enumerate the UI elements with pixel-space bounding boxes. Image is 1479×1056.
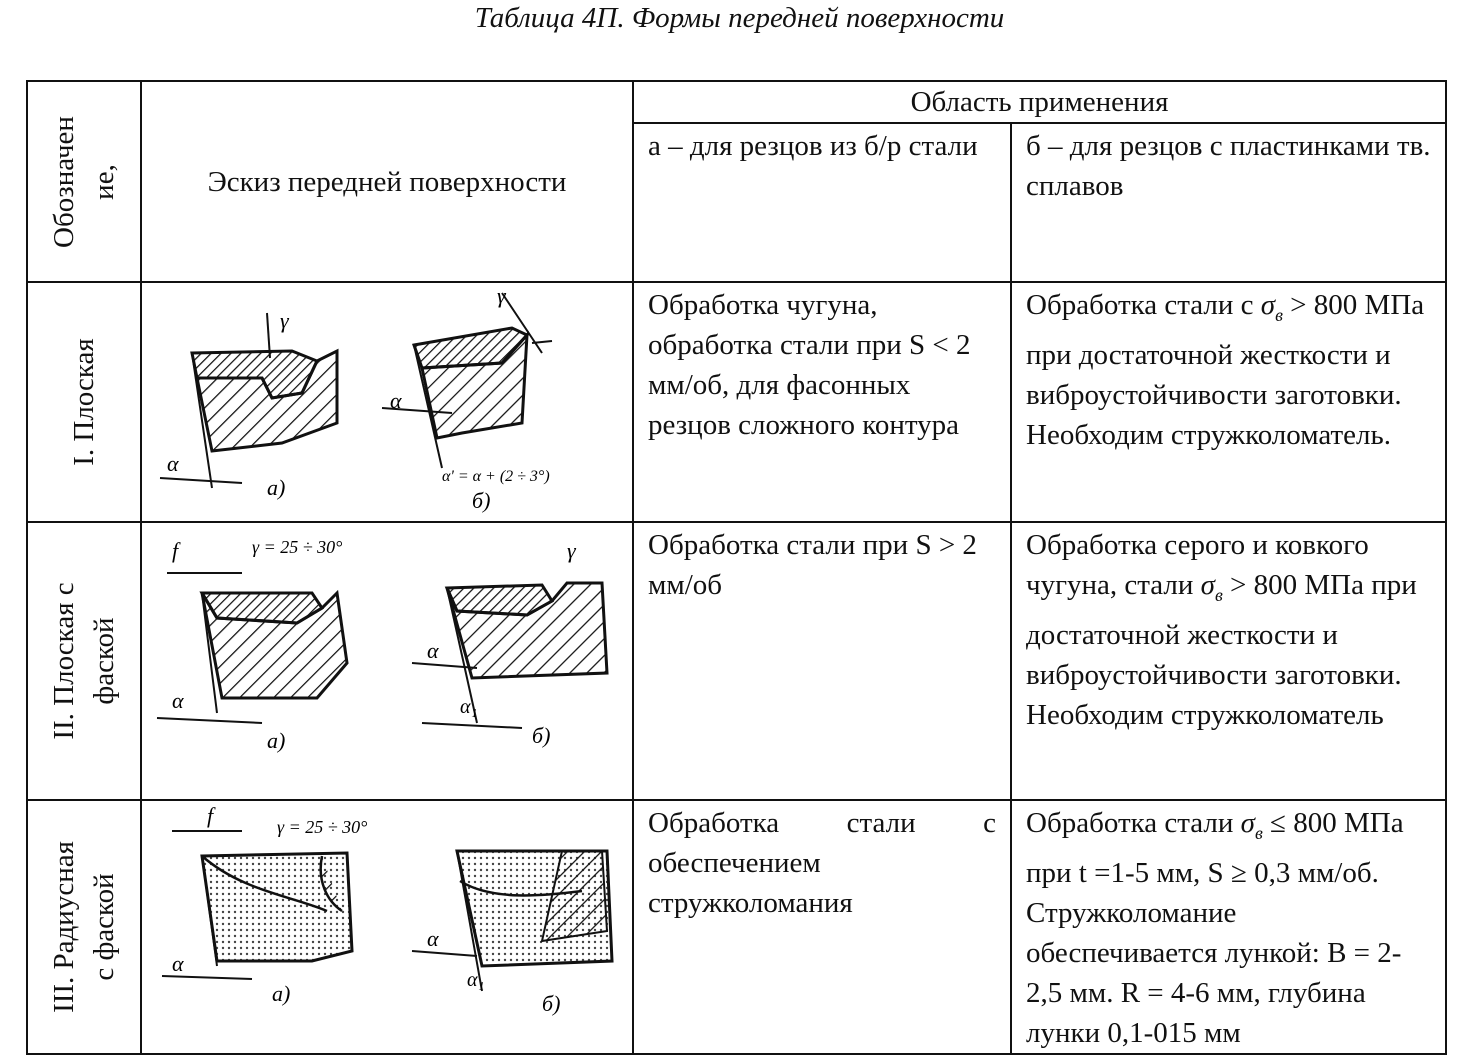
row1-b-post: > 800 МПа при достаточной жесткости и ви… xyxy=(1026,289,1425,451)
sketch1-gamma-a: γ xyxy=(280,308,290,333)
sketch2-f-a: f xyxy=(172,538,181,563)
sigma-sub: в xyxy=(1214,584,1223,605)
sketch2-gamma-b: γ xyxy=(567,538,577,563)
row3-col-b: Обработка стали σв ≤ 800 МПа при t =1-5 … xyxy=(1010,799,1447,1055)
sketch3-alpha-a: α xyxy=(172,951,184,976)
header-application: Область применения xyxy=(632,80,1447,124)
sketch2-gamma-range: γ = 25 ÷ 30° xyxy=(252,537,342,557)
sigma-letter: σ xyxy=(1260,289,1276,321)
row3-a-rest: обеспечением стружколомания xyxy=(648,847,853,919)
sketch3-gamma-range: γ = 25 ÷ 30° xyxy=(277,817,367,837)
forms-table: Обозначен ие, Эскиз передней поверхности… xyxy=(26,80,1447,1055)
row1-col-a: Обработка чугуна, обработка стали при S … xyxy=(632,281,1012,523)
header-sketch: Эскиз передней поверхности xyxy=(140,80,634,283)
row2-name-line2: фаской xyxy=(88,617,120,705)
sketch1-alpha-b: α xyxy=(390,388,402,413)
header-designation: Обозначен ие, xyxy=(26,80,142,283)
sigma-letter: σ xyxy=(1240,807,1255,839)
row2-b-pre: Обработка серого и ковкого чугуна, стали xyxy=(1026,529,1369,601)
row1-designation: I. Плоская xyxy=(26,281,142,523)
sketch3-label-a: а) xyxy=(272,981,290,1006)
row3-a-line1: Обработка стали с xyxy=(648,807,996,839)
sketch-flat-image: α γ а) α γ α' = α + (2 ÷ 3°) б) xyxy=(159,283,553,513)
sketch3-alpha1-b: α₁ xyxy=(467,969,484,991)
row1-name: I. Плоская xyxy=(68,338,100,466)
sketch1-label-b: б) xyxy=(472,488,490,513)
row1-col-a-text: Обработка чугуна, обработка стали при S … xyxy=(648,289,971,441)
row3-col-a: Обработка стали с обеспечением стружколо… xyxy=(632,799,1012,1055)
row3-name-line1: III. Радиусная xyxy=(48,840,80,1013)
sketch3-label-b: б) xyxy=(542,991,560,1016)
sigma-symbol: σв xyxy=(1260,289,1283,325)
sketch3-f-a: f xyxy=(207,803,216,828)
row1-col-b: Обработка стали с σв > 800 МПа при доста… xyxy=(1010,281,1447,523)
header-designation-line1: Обозначен xyxy=(48,115,80,248)
sketch1-alpha-a: α xyxy=(167,451,179,476)
sigma-sub: в xyxy=(1254,822,1263,843)
sketch2-alpha-a: α xyxy=(172,688,184,713)
sketch2-label-b: б) xyxy=(532,723,550,748)
row3-designation: III. Радиусная с фаской xyxy=(26,799,142,1055)
sketch2-label-a: а) xyxy=(267,728,285,753)
sketch1-formula: α' = α + (2 ÷ 3°) xyxy=(442,468,550,485)
header-col-a: а – для резцов из б/р стали xyxy=(632,122,1012,283)
sketch3-alpha-b: α xyxy=(427,926,439,951)
row2-col-b-text: Обработка серого и ковкого чугуна, стали… xyxy=(1012,523,1445,735)
row2-col-a: Обработка стали при S > 2 мм/об xyxy=(632,521,1012,801)
sigma-symbol: σв xyxy=(1240,807,1263,843)
row3-col-a-text: Обработка стали с обеспечением стружколо… xyxy=(634,801,1010,923)
sigma-symbol: σв xyxy=(1200,569,1223,605)
header-col-a-text: а – для резцов из б/р стали xyxy=(648,130,978,162)
row2-sketch: f γ = 25 ÷ 30° α а) α α₁ γ б) xyxy=(140,521,634,801)
row3-sketch: f γ = 25 ÷ 30° α а) α α₁ б) xyxy=(140,799,634,1055)
sketch2-alpha1-b: α₁ xyxy=(460,696,477,718)
sketch-radius-chamfer-image: f γ = 25 ÷ 30° α а) α α₁ б) xyxy=(161,803,614,1016)
table-caption: Таблица 4П. Формы передней поверхности xyxy=(474,2,1005,34)
row2-b-post: > 800 МПа при достаточной жесткости и ви… xyxy=(1026,569,1417,731)
sigma-letter: σ xyxy=(1200,569,1215,601)
row3-name-line2: с фаской xyxy=(88,873,120,981)
row2-name-line1: II. Плоская с xyxy=(48,582,80,740)
sketch2-alpha-b: α xyxy=(427,638,439,663)
sketch-flat-chamfer-image: f γ = 25 ÷ 30° α а) α α₁ γ б) xyxy=(156,537,609,753)
row1-b-pre: Обработка стали с xyxy=(1026,289,1261,321)
row1-col-b-text: Обработка стали с σв > 800 МПа при доста… xyxy=(1012,283,1445,455)
row3-b-post: ≤ 800 МПа при t =1-5 мм, S ≥ 0,3 мм/об. … xyxy=(1026,807,1404,1049)
header-col-b-text: б – для резцов с пластинками тв. сплавов xyxy=(1026,130,1431,202)
row2-col-a-text: Обработка стали при S > 2 мм/об xyxy=(648,529,977,601)
sketch1-label-a: а) xyxy=(267,475,285,500)
row3-col-b-text: Обработка стали σв ≤ 800 МПа при t =1-5 … xyxy=(1012,801,1445,1053)
row2-designation: II. Плоская с фаской xyxy=(26,521,142,801)
header-designation-line2: ие, xyxy=(88,163,120,200)
row2-col-b: Обработка серого и ковкого чугуна, стали… xyxy=(1010,521,1447,801)
row3-b-pre: Обработка стали xyxy=(1026,807,1241,839)
header-col-b: б – для резцов с пластинками тв. сплавов xyxy=(1010,122,1447,283)
sigma-sub: в xyxy=(1275,304,1283,325)
sketch1-gamma-b: γ xyxy=(497,283,507,308)
row1-sketch: α γ а) α γ α' = α + (2 ÷ 3°) б) xyxy=(140,281,634,523)
